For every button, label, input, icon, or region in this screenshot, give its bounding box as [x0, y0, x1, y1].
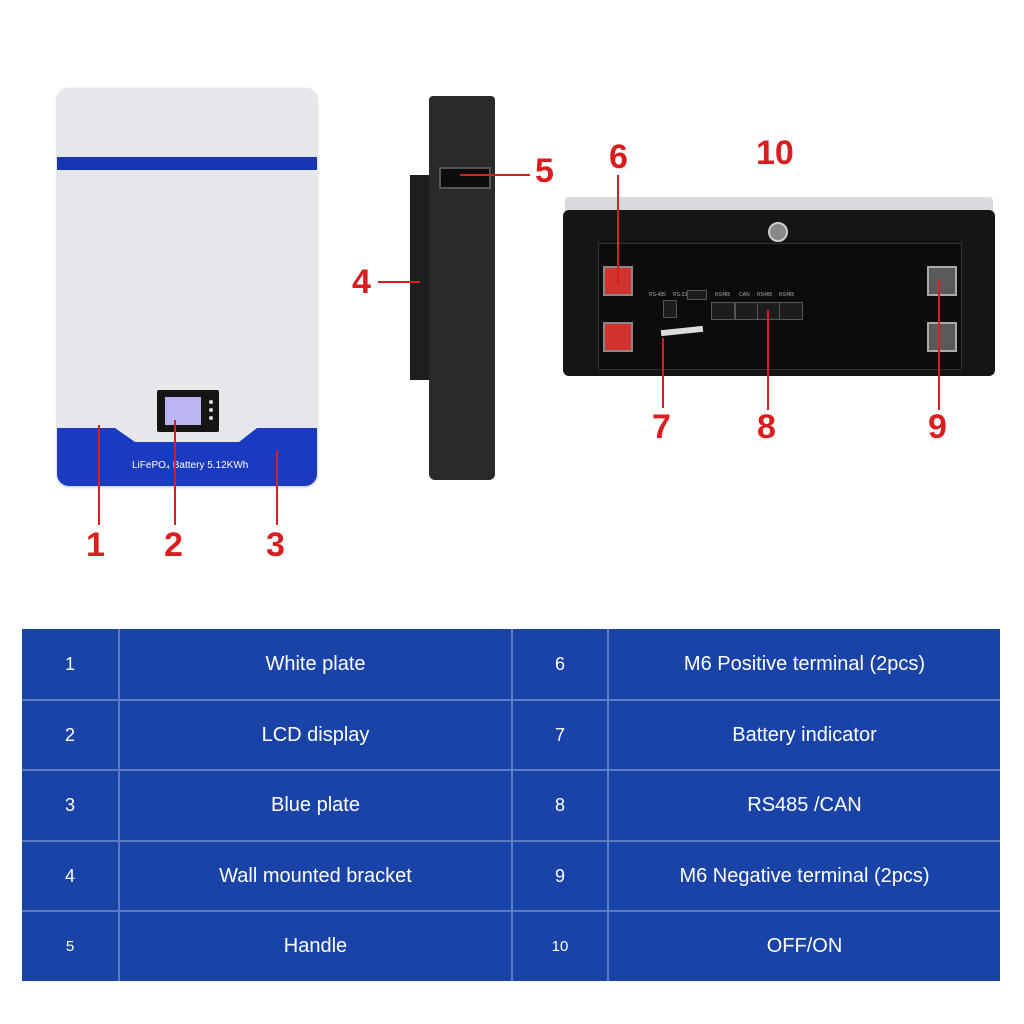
- port: [663, 300, 677, 318]
- table-cell-number: 9: [554, 865, 565, 886]
- table-divider: [22, 840, 1000, 842]
- leader-line-6: [617, 175, 619, 285]
- lcd-button: [209, 400, 213, 404]
- blue-plate: [57, 428, 317, 486]
- negative-terminal: [927, 266, 957, 296]
- power-switch: [768, 222, 788, 242]
- rj45-port: [779, 302, 803, 320]
- table-divider: [22, 769, 1000, 771]
- connector-panel: RS-485 RS-232 RS485 CAN RS485 RS485: [598, 243, 962, 370]
- port-label: RS485: [779, 292, 795, 298]
- table-cell-part: Wall mounted bracket: [219, 864, 412, 887]
- table-cell-part: RS485 /CAN: [747, 794, 862, 816]
- table-cell-part: M6 Negative terminal (2pcs): [679, 864, 930, 887]
- callout-2: 2: [164, 526, 183, 564]
- leader-line-7: [662, 338, 664, 408]
- callout-8: 8: [757, 408, 776, 446]
- rj45-port: [757, 302, 781, 320]
- positive-terminal: [603, 322, 633, 352]
- table-cell-part: Battery indicator: [732, 723, 877, 746]
- leader-line-2: [174, 420, 176, 525]
- dip-switch: [687, 290, 707, 300]
- leader-line-3: [276, 450, 278, 525]
- table-cell-number: 7: [554, 724, 565, 745]
- table-divider: [22, 910, 1000, 912]
- lcd-button: [209, 408, 213, 412]
- table-cell-part: Blue plate: [271, 794, 360, 816]
- port-label: RS485: [757, 292, 773, 298]
- callout-9: 9: [928, 408, 947, 446]
- parts-table: 1 White plate 6 M6 Positive terminal (2p…: [22, 629, 1000, 981]
- table-cell-number: 5: [65, 938, 75, 955]
- leader-line-4: [378, 281, 420, 283]
- leader-line-9: [938, 280, 940, 410]
- handle: [439, 167, 491, 189]
- port-label: CAN: [739, 292, 750, 298]
- blue-stripe: [57, 157, 317, 170]
- leader-line-5: [460, 174, 530, 176]
- table-cell-part: LCD display: [261, 723, 370, 746]
- table-divider: [22, 699, 1000, 701]
- table-cell-number: 2: [64, 724, 75, 745]
- table-divider: [511, 629, 513, 981]
- wall-bracket: [410, 175, 432, 380]
- callout-7: 7: [652, 408, 671, 446]
- table-cell-number: 1: [64, 653, 75, 674]
- port-label: RS485: [715, 292, 731, 298]
- callout-10: 10: [756, 134, 794, 172]
- table-cell-number: 10: [551, 938, 569, 955]
- table-divider: [118, 629, 120, 981]
- callout-4: 4: [352, 263, 371, 301]
- table-cell-part: OFF/ON: [766, 935, 843, 957]
- leader-line-1: [98, 425, 100, 525]
- rj45-port: [735, 302, 759, 320]
- leader-line-8: [767, 310, 769, 410]
- port-label: RS-232: [673, 292, 690, 298]
- table-cell-number: 3: [64, 795, 75, 815]
- battery-indicator: [660, 325, 704, 337]
- callout-1: 1: [86, 526, 105, 564]
- callout-3: 3: [266, 526, 285, 564]
- lcd-display: [157, 390, 219, 432]
- battery-model-label: LiFePO₄ Battery 5.12KWh: [132, 460, 249, 471]
- table-divider: [607, 629, 609, 981]
- table-cell-part: M6 Positive terminal (2pcs): [683, 652, 926, 675]
- battery-side-view: [429, 96, 495, 480]
- callout-6: 6: [609, 138, 628, 176]
- lcd-button: [209, 416, 213, 420]
- table-cell-number: 4: [64, 865, 75, 886]
- table-cell-part: Handle: [283, 935, 348, 957]
- table-cell-number: 6: [554, 653, 565, 674]
- port-label: RS-485: [649, 292, 666, 298]
- lcd-screen: [165, 397, 201, 425]
- table-cell-part: White plate: [265, 652, 366, 675]
- table-cell-number: 8: [554, 795, 565, 815]
- callout-5: 5: [535, 152, 554, 190]
- negative-terminal: [927, 322, 957, 352]
- rj45-port: [711, 302, 735, 320]
